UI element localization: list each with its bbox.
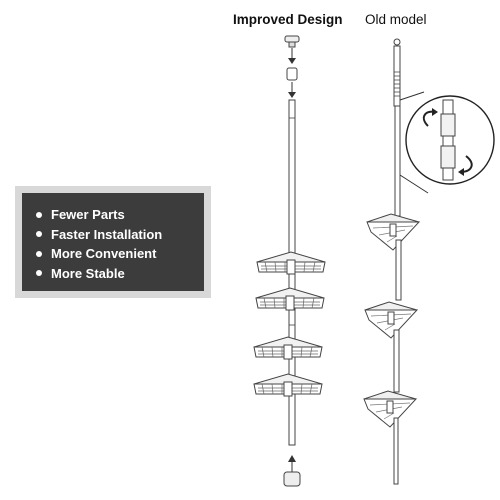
top-cap-icon [284, 35, 300, 43]
feature-label: Faster Installation [51, 226, 163, 242]
connector-icon [286, 67, 298, 81]
corner-basket-icon [253, 336, 323, 360]
bullet-icon [36, 270, 42, 277]
feature-label: More Convenient [51, 246, 157, 261]
feature-label: Fewer Parts [51, 207, 125, 222]
feature-item: Fewer Parts [36, 205, 162, 225]
feature-panel: Fewer Parts Faster Installation More Con… [15, 186, 211, 298]
corner-basket-icon [364, 301, 418, 339]
old-pole [363, 38, 495, 485]
corner-basket-icon [256, 251, 326, 275]
bullet-icon [36, 250, 42, 257]
feature-item: More Convenient [36, 244, 162, 264]
corner-basket-icon [253, 373, 323, 397]
bullet-icon [36, 211, 42, 218]
improved-design-heading: Improved Design [233, 12, 343, 27]
feature-label: More Stable [51, 265, 125, 281]
corner-basket-icon [363, 390, 417, 428]
old-model-heading: Old model [365, 12, 427, 27]
corner-basket-icon [366, 213, 420, 251]
feature-panel-inner: Fewer Parts Faster Installation More Con… [22, 193, 204, 291]
bottom-foot-icon [283, 471, 301, 487]
corner-basket-icon [255, 287, 325, 311]
feature-item: Faster Installation [36, 225, 162, 245]
improved-pole [253, 35, 326, 487]
feature-item: More Stable [36, 264, 162, 284]
bullet-icon [36, 231, 42, 238]
feature-list: Fewer Parts Faster Installation More Con… [36, 205, 162, 283]
